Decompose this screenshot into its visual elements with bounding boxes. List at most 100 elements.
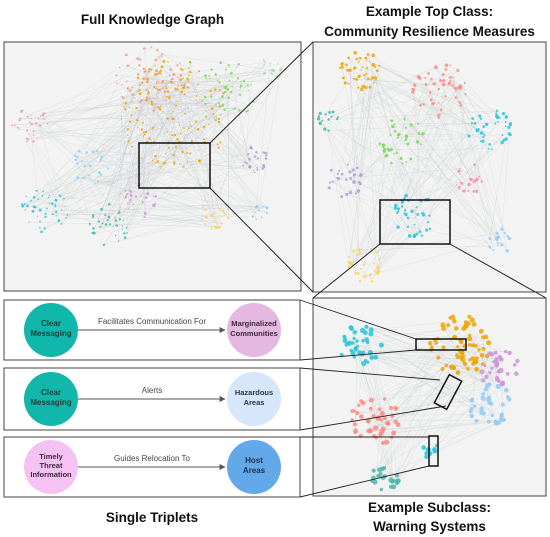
graph-edge xyxy=(36,87,227,192)
graph-node xyxy=(57,219,61,222)
graph-node xyxy=(507,125,511,129)
graph-node xyxy=(500,227,504,231)
triplet-object-label: Hazardous xyxy=(235,388,273,397)
graph-edge xyxy=(370,419,505,431)
graph-node xyxy=(117,211,121,214)
graph-edge xyxy=(360,87,460,184)
graph-edge xyxy=(156,89,159,163)
graph-edge xyxy=(177,139,256,213)
graph-node xyxy=(365,340,370,345)
graph-node xyxy=(99,159,102,162)
graph-edge xyxy=(348,57,502,245)
graph-node xyxy=(225,68,227,71)
graph-edge xyxy=(411,168,460,212)
graph-edge xyxy=(93,209,206,229)
graph-edge xyxy=(348,57,491,239)
graph-edge xyxy=(459,127,510,189)
graph-edge xyxy=(353,73,367,170)
graph-node xyxy=(197,83,200,85)
graph-edge xyxy=(158,80,272,83)
graph-edge xyxy=(182,69,204,208)
graph-node xyxy=(200,218,203,221)
graph-node xyxy=(183,93,186,96)
graph-edge xyxy=(413,126,484,237)
graph-node xyxy=(375,251,378,254)
graph-edge xyxy=(357,254,378,274)
graph-edge xyxy=(129,73,159,91)
graph-node xyxy=(158,71,161,74)
graph-node xyxy=(207,201,209,203)
graph-node xyxy=(139,100,142,104)
graph-node xyxy=(121,95,124,98)
graph-node xyxy=(504,115,508,119)
graph-edge xyxy=(255,63,271,208)
graph-node xyxy=(125,226,128,229)
triplet-object-node xyxy=(227,303,281,357)
graph-edge xyxy=(352,352,381,435)
graph-node xyxy=(218,81,221,84)
graph-node xyxy=(232,108,235,111)
graph-edge xyxy=(336,70,458,120)
top-class-title-line1: Example Top Class: xyxy=(365,4,494,19)
graph-node xyxy=(143,211,147,215)
graph-edge xyxy=(384,398,394,481)
graph-edge xyxy=(348,57,359,88)
graph-node xyxy=(497,242,499,245)
graph-node xyxy=(419,103,422,107)
graph-node xyxy=(186,86,189,89)
graph-edge xyxy=(489,372,505,420)
graph-node xyxy=(484,383,490,389)
graph-node xyxy=(482,135,485,138)
graph-node xyxy=(141,201,144,204)
graph-node xyxy=(500,380,506,386)
graph-edge xyxy=(328,130,349,268)
graph-node xyxy=(350,409,355,413)
graph-node xyxy=(452,85,455,88)
graph-node xyxy=(371,53,376,58)
graph-node xyxy=(358,56,362,60)
graph-edge xyxy=(379,349,480,470)
graph-edge xyxy=(116,83,207,117)
graph-node xyxy=(327,118,330,121)
graph-node xyxy=(101,222,104,225)
graph-node xyxy=(35,189,38,192)
graph-node xyxy=(442,79,445,83)
graph-node xyxy=(187,80,189,82)
graph-node xyxy=(96,180,99,183)
graph-edge xyxy=(258,69,281,211)
graph-edge xyxy=(135,108,236,184)
graph-node xyxy=(478,114,482,118)
graph-edge xyxy=(31,118,145,218)
graph-node xyxy=(263,64,266,66)
graph-node xyxy=(458,101,461,104)
graph-node xyxy=(338,169,341,172)
graph-node xyxy=(81,160,83,163)
graph-node xyxy=(350,350,356,356)
graph-node xyxy=(26,137,29,141)
graph-edge xyxy=(126,80,272,195)
graph-edge xyxy=(411,124,469,192)
graph-node xyxy=(55,210,58,213)
graph-node xyxy=(30,123,33,126)
graph-edge xyxy=(131,82,163,196)
graph-node xyxy=(209,95,213,98)
graph-edge xyxy=(407,103,433,145)
graph-node xyxy=(124,189,127,192)
graph-edge xyxy=(395,347,444,422)
graph-node xyxy=(127,140,130,143)
graph-node xyxy=(140,128,144,131)
graph-node xyxy=(166,90,170,93)
graph-node xyxy=(32,140,35,143)
graph-node xyxy=(216,220,218,222)
graph-edge xyxy=(371,329,466,365)
graph-node xyxy=(44,215,47,218)
graph-node xyxy=(352,249,355,253)
triplet-object-label: Areas xyxy=(243,466,266,475)
graph-node xyxy=(246,153,249,156)
graph-edge xyxy=(348,116,507,268)
graph-node xyxy=(378,342,384,348)
graph-edge xyxy=(359,352,517,374)
graph-node xyxy=(328,110,332,114)
graph-node xyxy=(97,220,101,223)
graph-edge xyxy=(348,57,439,116)
